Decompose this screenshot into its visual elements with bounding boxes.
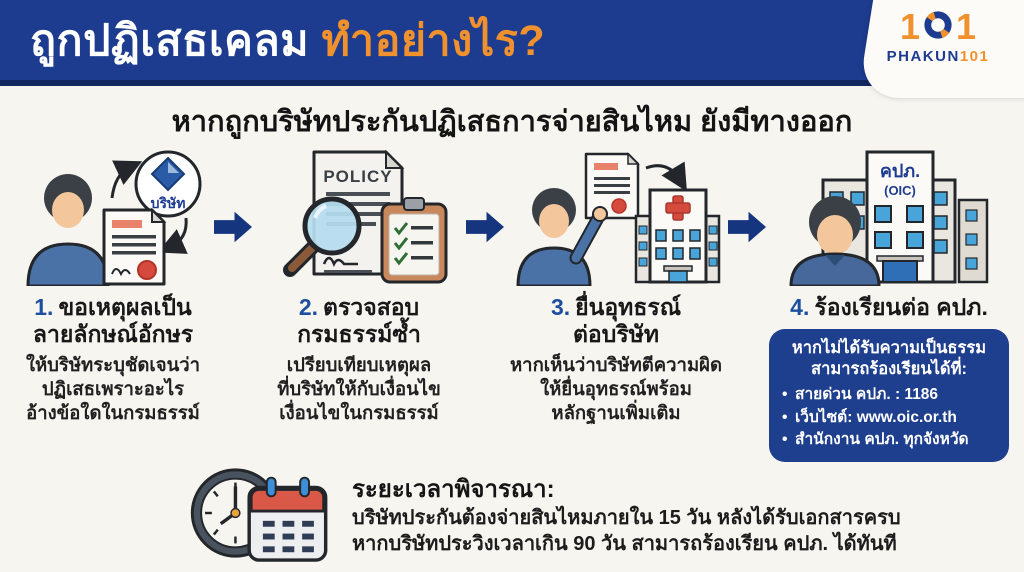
step-2-title: 2.ตรวจสอบ กรมธรรม์ซ้ำ — [297, 294, 421, 348]
timeline-line-2: หากบริษัทประวิงเวลาเกิน 90 วัน สามารถร้อ… — [352, 532, 897, 555]
step-2-icon: POLICY — [262, 146, 457, 286]
person-document-company-icon: บริษัท — [25, 150, 201, 286]
step-3-icon — [510, 146, 722, 286]
step-1: บริษัท 1.ขอเหตุผลเป็น ลายลักษณ์อักษร ให้… — [12, 146, 214, 424]
step-2-description: เปรียบเทียบเหตุผล ที่บริษัทให้กับเงื่อนไ… — [277, 354, 441, 423]
step-2: POLICY — [252, 146, 466, 424]
step-1-title: 1.ขอเหตุผลเป็น ลายลักษณ์อักษร — [33, 294, 193, 348]
step-3: 3.ยื่นอุทธรณ์ ต่อบริษัท หากเห็นว่าบริษัท… — [504, 146, 728, 424]
logo-wordmark-name: PHAKUN — [886, 48, 960, 65]
step-4-title: 4.ร้องเรียนต่อ คปภ. — [790, 294, 988, 321]
timeline-line-1: บริษัทประกันต้องจ่ายสินไหมภายใน 15 วัน ห… — [352, 506, 901, 529]
step-4-title-text: ร้องเรียนต่อ คปภ. — [814, 294, 988, 320]
step-4-number: 4. — [790, 294, 810, 320]
clock-calendar-icon — [184, 462, 332, 569]
header-banner: ถูกปฏิเสธเคลม ทำอย่างไร? 1 1 PHAKUN101 — [0, 0, 1024, 98]
complaint-item-office: สำนักงาน คปภ. ทุกจังหวัด — [779, 429, 999, 452]
page-title-main: ถูกปฏิเสธเคลม — [30, 17, 322, 65]
company-badge-label: บริษัท — [150, 195, 185, 211]
step-2-title-text: ตรวจสอบ กรมธรรม์ซ้ำ — [297, 294, 421, 348]
step-3-title: 3.ยื่นอุทธรณ์ ต่อบริษัท — [551, 294, 681, 348]
complaint-box: หากไม่ได้รับความเป็นธรรม สามารถร้องเรียน… — [769, 329, 1009, 462]
complaint-box-heading: หากไม่ได้รับความเป็นธรรม สามารถร้องเรียน… — [791, 339, 987, 378]
logo-ring-icon — [921, 8, 955, 46]
timeline-text: ระยะเวลาพิจารณา: บริษัทประกันต้องจ่ายสิน… — [352, 474, 901, 557]
step-1-number: 1. — [34, 294, 54, 320]
policy-magnifier-checklist-icon: POLICY — [282, 149, 447, 284]
complaint-item-hotline: สายด่วน คปภ. : 1186 — [779, 384, 999, 407]
arrow-2-3 — [466, 206, 504, 248]
step-3-number: 3. — [550, 294, 571, 320]
steps-row: บริษัท 1.ขอเหตุผลเป็น ลายลักษณ์อักษร ให้… — [0, 144, 1024, 462]
step-1-icon: บริษัท — [16, 146, 211, 286]
appeal-to-company-icon — [516, 152, 721, 286]
step-4-icon: คปภ. (OIC) — [783, 146, 995, 286]
timeline-heading: ระยะเวลาพิจารณา: — [352, 475, 555, 503]
page-title: ถูกปฏิเสธเคลม ทำอย่างไร? — [30, 6, 545, 74]
complaint-list: สายด่วน คปภ. : 1186 เว็บไซต์: www.oic.or… — [779, 384, 999, 452]
logo-wordmark-number: 101 — [959, 48, 990, 65]
arrow-1-2 — [214, 206, 252, 248]
page-title-accent: ทำอย่างไร? — [321, 17, 546, 65]
logo-digit-left: 1 — [899, 6, 920, 47]
arrow-3-4 — [728, 206, 766, 248]
step-1-title-text: ขอเหตุผลเป็น ลายลักษณ์อักษร — [32, 294, 194, 348]
oic-building-label-1: คปภ. — [880, 161, 920, 181]
logo-wordmark: PHAKUN101 — [868, 49, 1008, 64]
right-arrow-icon — [466, 211, 504, 243]
timeline-section: ระยะเวลาพิจารณา: บริษัทประกันต้องจ่ายสิน… — [0, 462, 1024, 569]
step-4: คปภ. (OIC) 4.ร้องเรียนต่อ คปภ. หากไม่ได้… — [766, 146, 1012, 462]
step-1-description: ให้บริษัทระบุชัดเจนว่า ปฏิเสธเพราะอะไร อ… — [25, 354, 201, 423]
brand-logo: 1 1 PHAKUN101 — [868, 8, 1008, 65]
oic-building-person-icon: คปภ. (OIC) — [789, 150, 989, 286]
logo-digit-right: 1 — [956, 6, 977, 47]
complaint-item-website: เว็บไซต์: www.oic.or.th — [779, 407, 999, 430]
step-3-title-text: ยื่นอุทธรณ์ ต่อบริษัท — [572, 294, 682, 348]
step-2-number: 2. — [298, 294, 319, 320]
oic-building-label-2: (OIC) — [884, 183, 916, 198]
right-arrow-icon — [728, 211, 766, 243]
step-3-description: หากเห็นว่าบริษัทตีความผิด ให้ยื่นอุทธรณ์… — [509, 354, 722, 423]
logo-101: 1 1 — [868, 8, 1008, 46]
policy-doc-label: POLICY — [323, 167, 392, 186]
main-subtitle: หากถูกบริษัทประกันปฏิเสธการจ่ายสินไหม ยั… — [171, 106, 853, 138]
right-arrow-icon — [214, 211, 252, 243]
